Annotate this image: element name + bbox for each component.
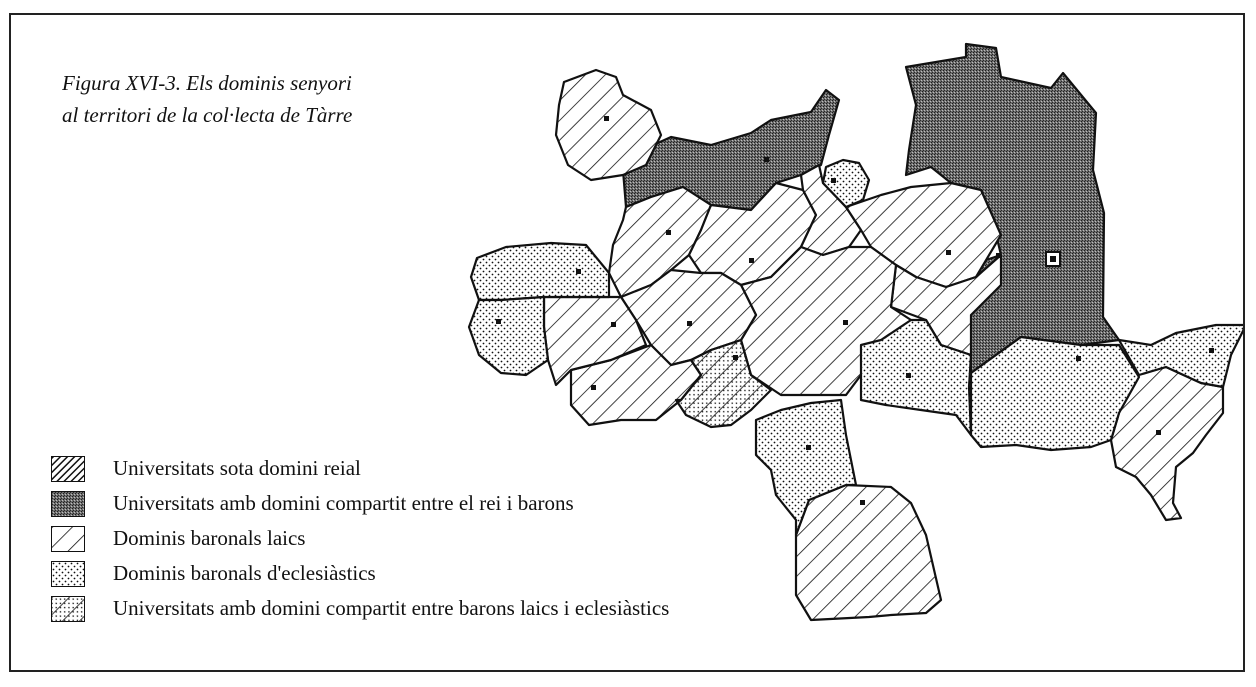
figure-frame: Figura XVI-3. Els dominis senyori al ter… (9, 13, 1245, 672)
settlement-dot (1076, 356, 1081, 361)
settlement-dot (576, 269, 581, 274)
settlement-dot (687, 321, 692, 326)
settlement-dot (604, 116, 609, 121)
legend-label: Dominis baronals laics (113, 526, 306, 550)
legend-label: Universitats sota domini reial (113, 456, 361, 480)
region-w3-eccl (467, 295, 550, 377)
capital-marker (1045, 251, 1061, 267)
legend-item-ecclesiastical: Dominis baronals d'eclesiàstics (51, 556, 669, 591)
settlement-dots (496, 116, 1214, 505)
settlement-dot (860, 500, 865, 505)
territory-map (467, 42, 1243, 622)
region-nw-lay (554, 68, 663, 182)
region-s-eccl (754, 398, 858, 537)
legend-swatch-royal (51, 455, 85, 482)
settlement-dot (666, 230, 671, 235)
legend-label: Dominis baronals d'eclesiàstics (113, 561, 376, 585)
legend-swatch-mixed (51, 595, 85, 622)
region-se1-eccl (859, 318, 973, 437)
settlement-dot (996, 253, 1001, 258)
settlement-dot (733, 355, 738, 360)
legend-swatch-shared-royal (51, 490, 85, 517)
region-e-eccl (1117, 323, 1243, 389)
settlement-dot (1209, 348, 1214, 353)
figure-caption: Figura XVI-3. Els dominis senyori al ter… (62, 67, 430, 131)
legend-label: Universitats amb domini compartit entre … (113, 491, 574, 515)
settlement-dot (749, 258, 754, 263)
settlement-dot (831, 178, 836, 183)
region-e-lay (889, 253, 1003, 357)
region-se2-eccl (969, 335, 1141, 452)
settlement-dot (906, 373, 911, 378)
settlement-dot (591, 385, 596, 390)
legend-item-mixed: Universitats amb domini compartit entre … (51, 591, 669, 626)
legend-item-royal: Universitats sota domini reial (51, 451, 669, 486)
region-s-lay (794, 483, 943, 622)
settlement-dot (764, 157, 769, 162)
region-w-eccl (469, 241, 611, 302)
legend-label: Universitats amb domini compartit entre … (113, 596, 670, 620)
settlement-dot (1156, 430, 1161, 435)
settlement-dot (843, 320, 848, 325)
legend-swatch-ecclesiastical (51, 560, 85, 587)
settlement-dot (946, 250, 951, 255)
legend-item-shared-royal: Universitats amb domini compartit entre … (51, 486, 669, 521)
settlement-dot (806, 445, 811, 450)
legend-item-lay: Dominis baronals laics (51, 521, 669, 556)
region-n-eccl (821, 158, 871, 209)
settlement-dot (611, 322, 616, 327)
legend-swatch-lay (51, 525, 85, 552)
settlement-dot (496, 319, 501, 324)
caption-line-2: al territori de la col·lecta de Tàrre (62, 103, 353, 127)
region-mixed (674, 338, 773, 429)
caption-line-1: Figura XVI-3. Els dominis senyori (62, 71, 352, 95)
map-legend: Universitats sota domini reial Universit… (51, 451, 669, 626)
